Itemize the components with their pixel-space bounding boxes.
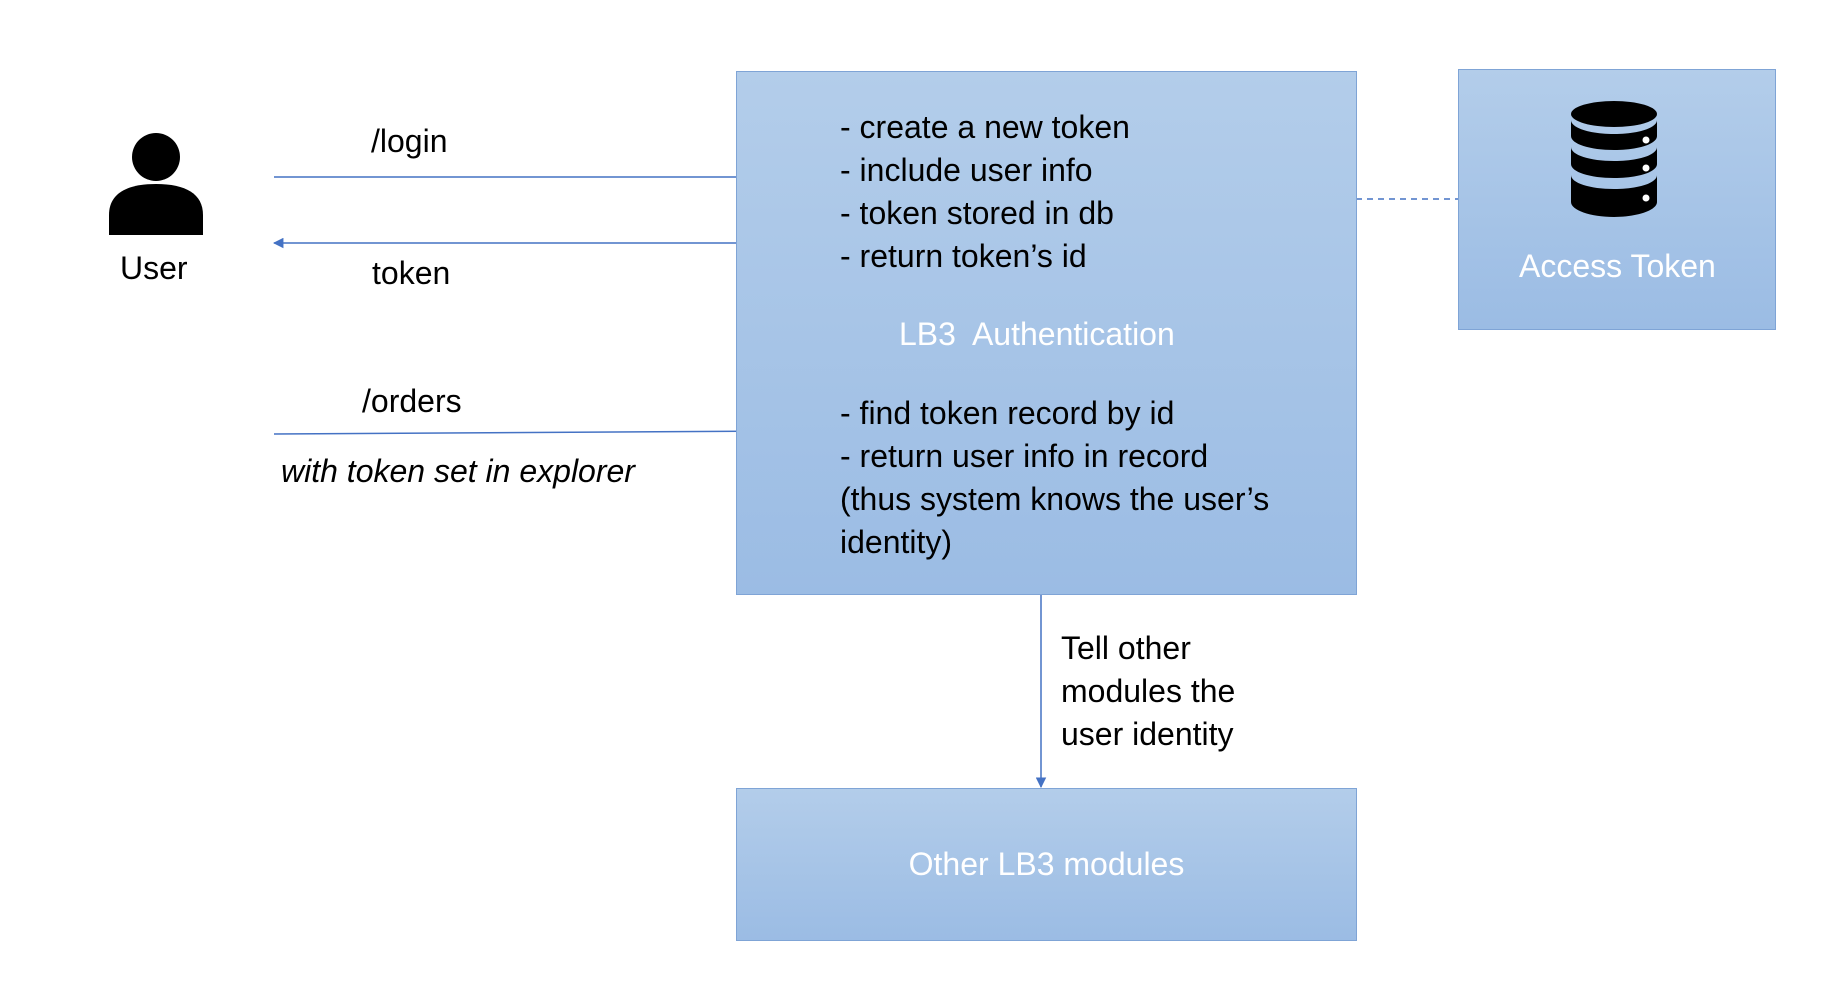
- auth-step: (thus system knows the user’s: [840, 481, 1270, 517]
- auth-title: LB3 Authentication: [899, 316, 1175, 352]
- auth-step: - return user info in record: [840, 438, 1209, 474]
- auth-step: - find token record by id: [840, 395, 1175, 431]
- downstream-note-line: Tell other: [1061, 630, 1191, 666]
- database-icon: [1571, 101, 1657, 217]
- auth-box: [736, 71, 1357, 595]
- access-token-label: Access Token: [1519, 248, 1716, 284]
- auth-steps-bottom: - find token record by id - return user …: [840, 392, 1269, 564]
- auth-step: - create a new token: [840, 109, 1130, 145]
- orders-note: with token set in explorer: [281, 453, 635, 489]
- auth-step: identity): [840, 524, 953, 560]
- login-label: /login: [371, 123, 448, 159]
- auth-step: - token stored in db: [840, 195, 1114, 231]
- orders-arrow: [273, 425, 795, 437]
- other-modules-label: Other LB3 modules: [908, 846, 1185, 882]
- auth-step: - include user info: [840, 152, 1093, 188]
- orders-label: /orders: [362, 383, 462, 419]
- user-label: User: [120, 250, 188, 286]
- downstream-note-line: user identity: [1061, 716, 1234, 752]
- downstream-note: Tell other modules the user identity: [1061, 627, 1235, 756]
- auth-step: - return token’s id: [840, 238, 1087, 274]
- downstream-note-line: modules the: [1061, 673, 1236, 709]
- other-modules-box: [736, 788, 1357, 941]
- token-label: token: [372, 255, 451, 291]
- auth-steps-top: - create a new token - include user info…: [840, 106, 1130, 278]
- person-icon: [109, 133, 203, 235]
